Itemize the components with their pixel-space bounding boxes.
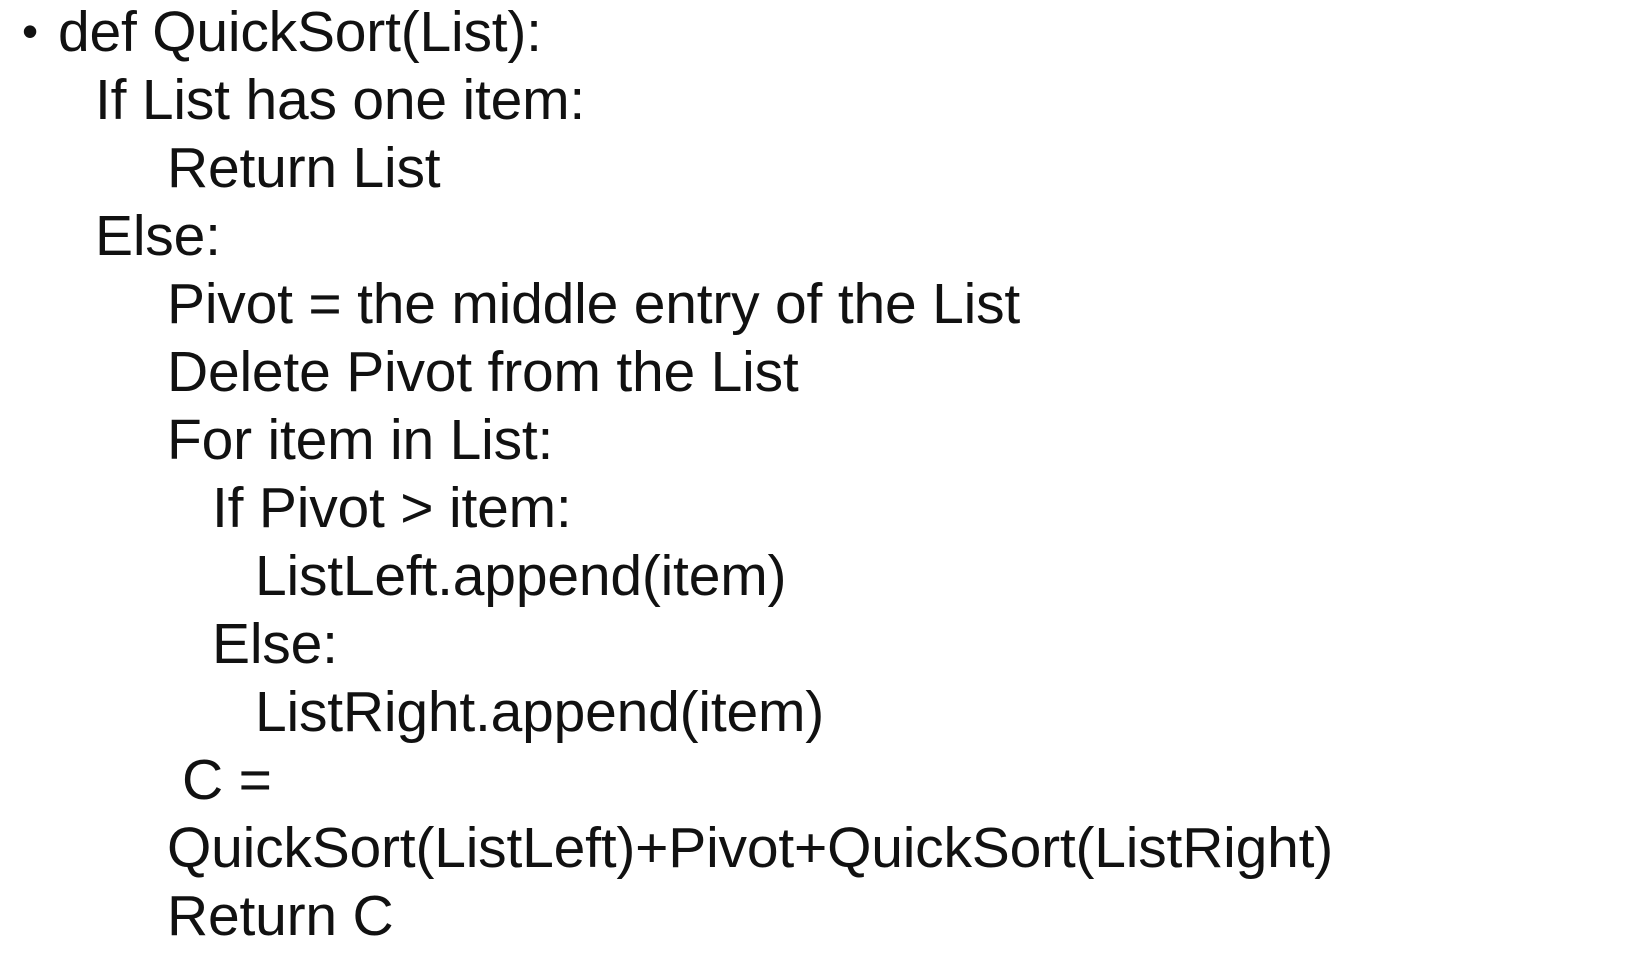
code-line-else: Else: <box>95 204 221 268</box>
bullet-icon: • <box>22 5 39 57</box>
code-line-quicksort-concat: QuickSort(ListLeft)+Pivot+QuickSort(List… <box>167 816 1334 880</box>
code-line-return-list: Return List <box>167 136 441 200</box>
code-line-if-one-item: If List has one item: <box>95 68 586 132</box>
code-line-c-equals: C = <box>182 748 272 812</box>
code-line-def: def QuickSort(List): <box>58 0 542 64</box>
code-line-return-c: Return C <box>167 884 394 948</box>
code-line-delete-pivot: Delete Pivot from the List <box>167 340 799 404</box>
code-line-for-item: For item in List: <box>167 408 554 472</box>
code-line-if-pivot-gt: If Pivot > item: <box>212 476 572 540</box>
code-line-pivot: Pivot = the middle entry of the List <box>167 272 1021 336</box>
code-line-inner-else: Else: <box>212 612 338 676</box>
code-line-listleft-append: ListLeft.append(item) <box>255 544 787 608</box>
code-line-listright-append: ListRight.append(item) <box>255 680 825 744</box>
